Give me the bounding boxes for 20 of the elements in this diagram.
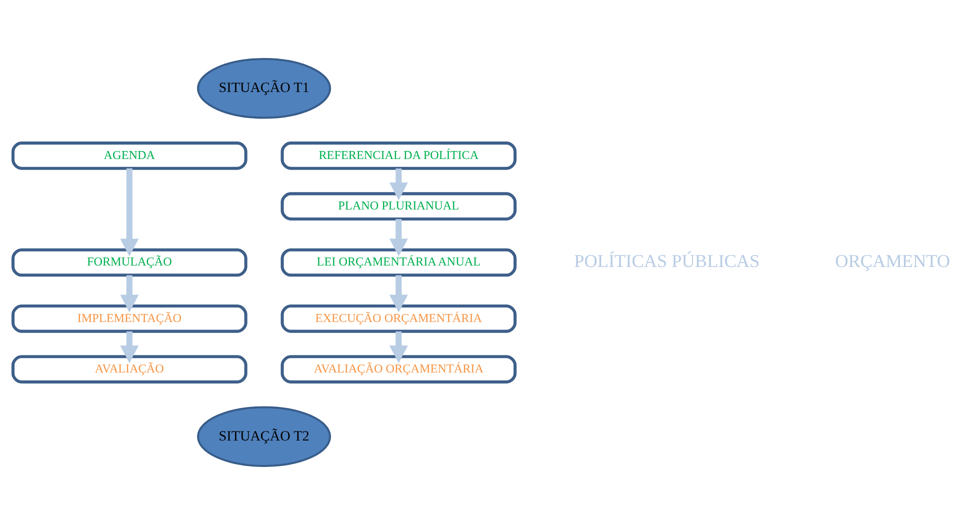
node-box: AGENDA xyxy=(12,141,248,170)
node-ellipse: SITUAÇÃO T1 xyxy=(197,58,332,118)
node-box: AVALIAÇÃO xyxy=(12,354,248,383)
arrow xyxy=(389,218,408,256)
node-box: EXECUÇÃO ORÇAMENTÁRIA xyxy=(280,304,517,332)
arrow xyxy=(120,274,139,312)
node-box: PLANO PLURIANUAL xyxy=(280,192,517,220)
label: POLÍTICAS PÚBLICAS xyxy=(574,250,760,270)
arrow xyxy=(389,274,408,312)
node-box: FORMULAÇÃO xyxy=(12,248,248,276)
node-box: LEI ORÇAMENTÁRIA ANUAL xyxy=(280,248,517,276)
node-box: REFERENCIAL DA POLÍTICA xyxy=(280,141,517,170)
node-box: IMPLEMENTAÇÃO xyxy=(12,304,248,332)
arrow xyxy=(389,168,408,200)
label: ORÇAMENTO xyxy=(835,250,950,270)
node-box: AVALIAÇÃO ORÇAMENTÁRIA xyxy=(280,354,517,383)
node-ellipse: SITUAÇÃO T2 xyxy=(197,406,332,466)
arrow xyxy=(389,330,408,363)
arrow xyxy=(120,330,139,363)
arrow xyxy=(120,168,139,256)
